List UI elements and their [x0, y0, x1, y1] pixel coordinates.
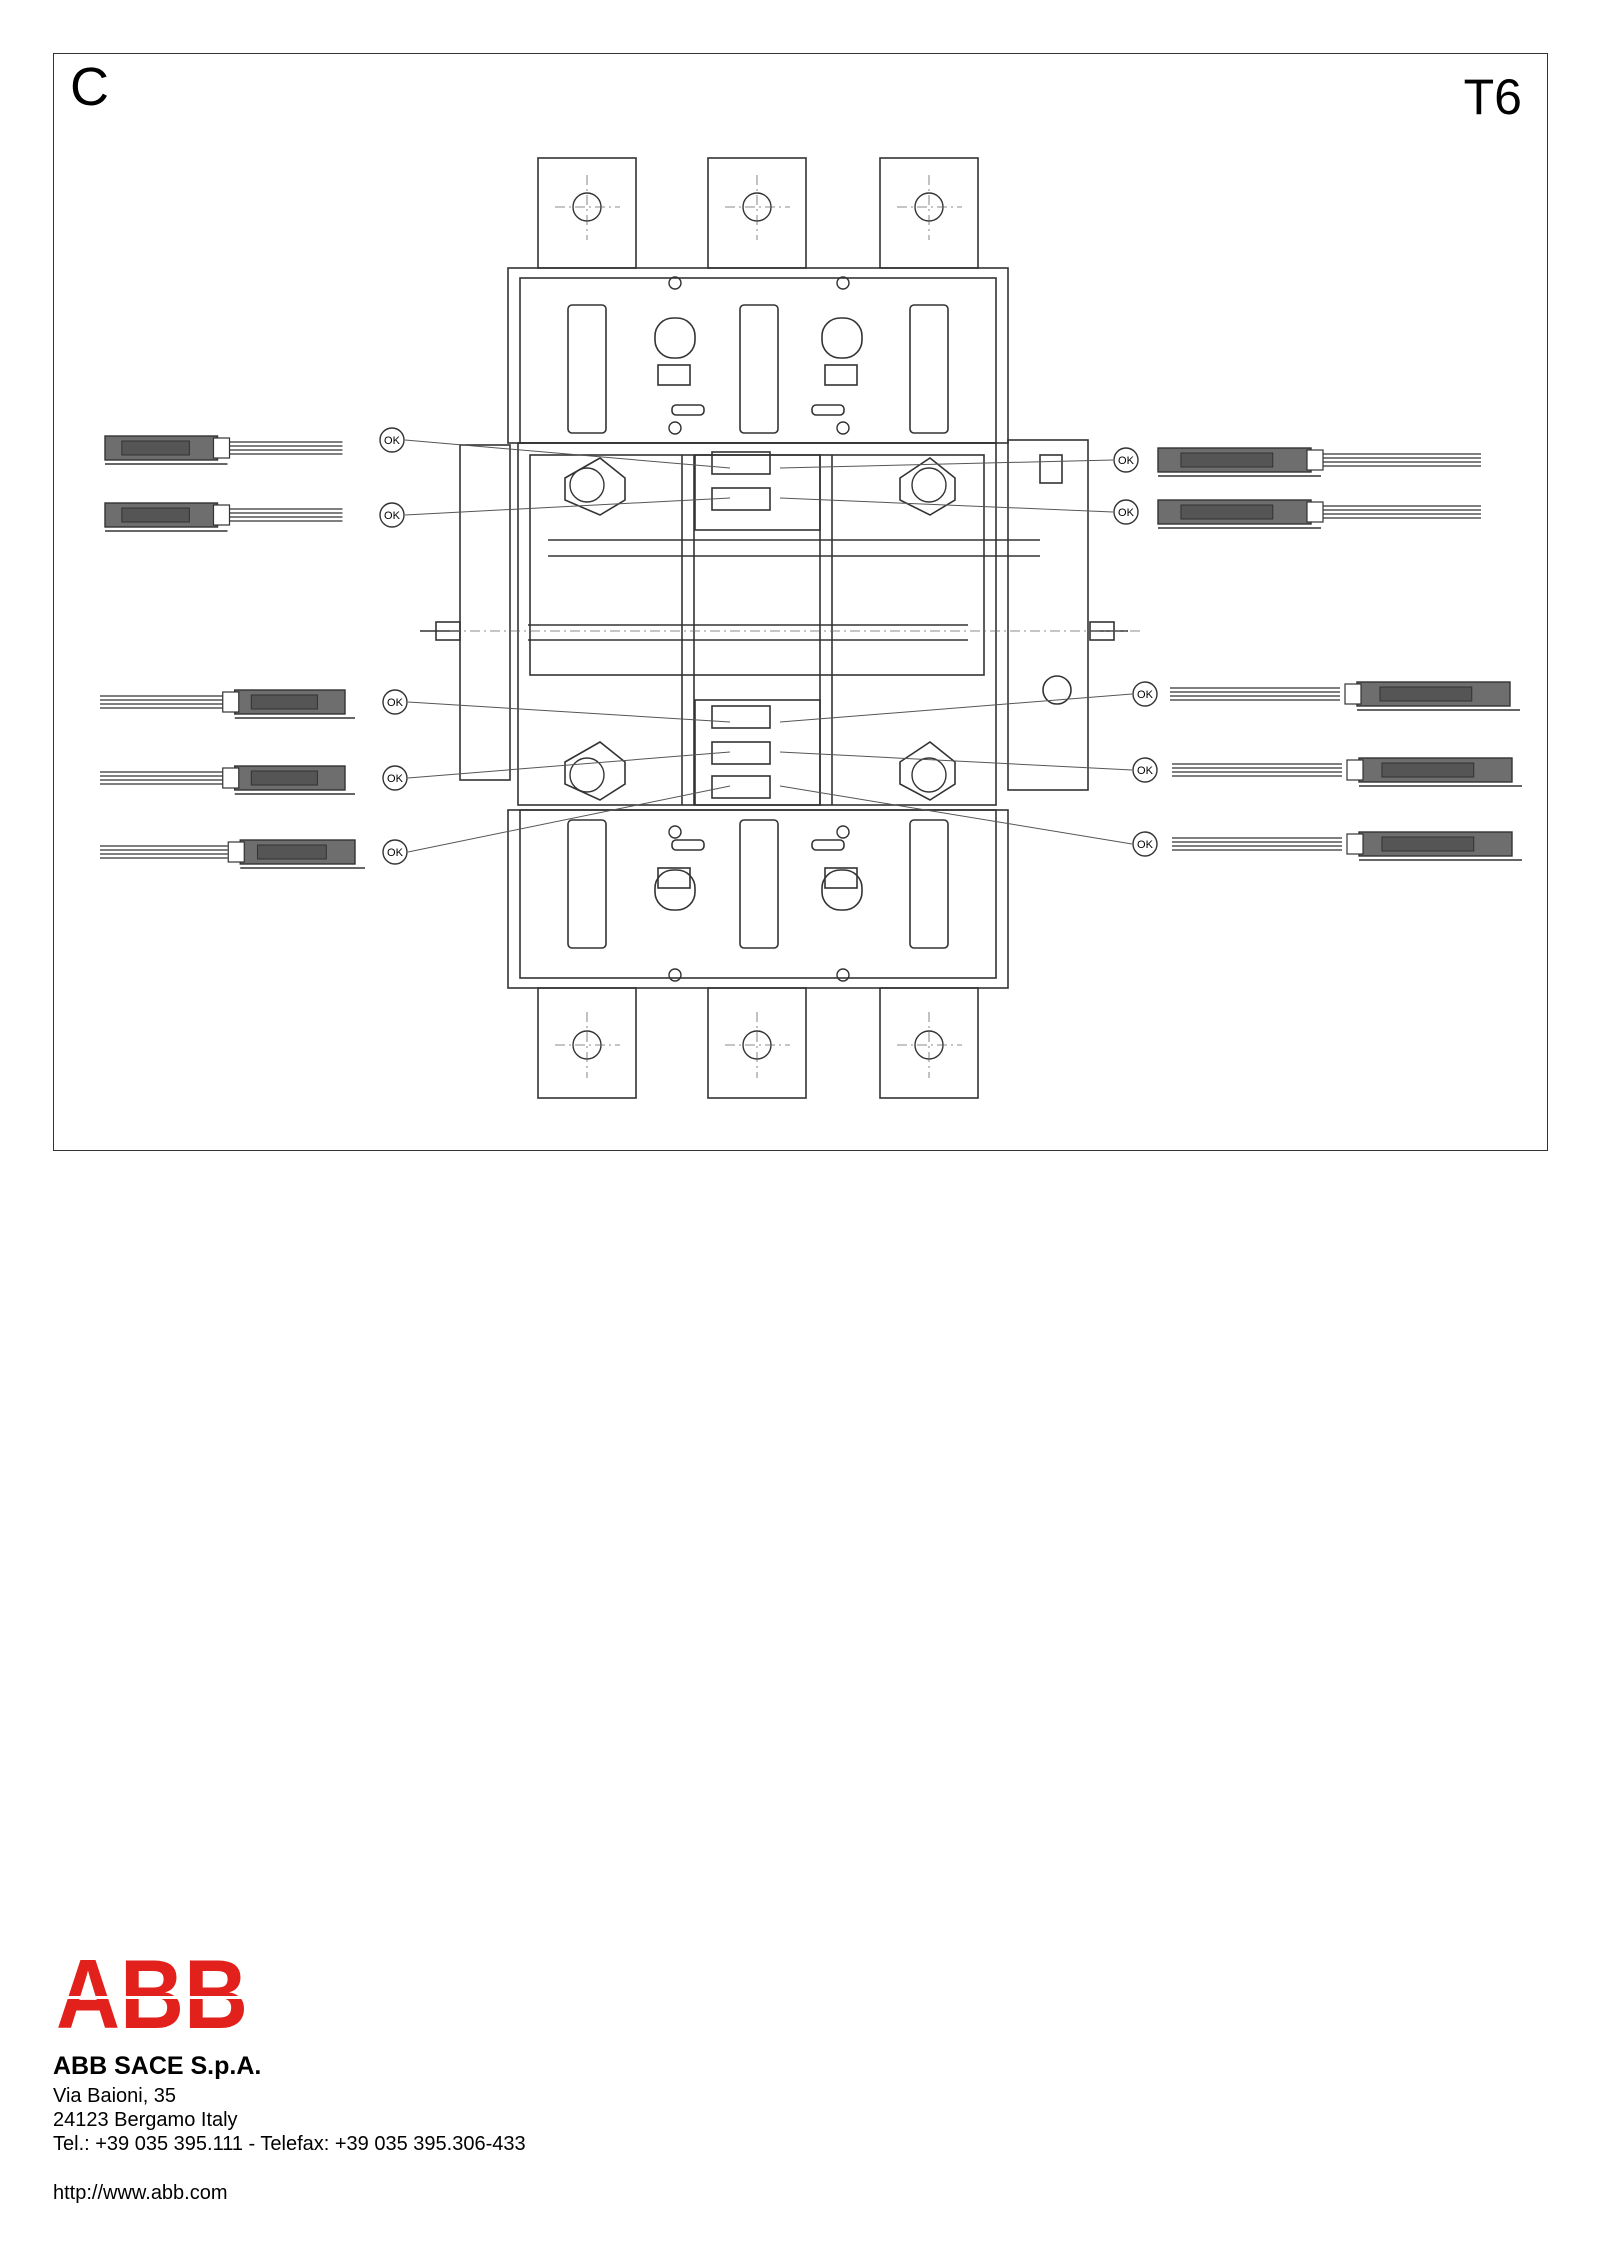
address-street: Via Baioni, 35	[53, 2085, 177, 2107]
auxiliary-contact	[104, 435, 343, 465]
address-city: 24123 Bergamo Italy	[53, 2109, 238, 2131]
ok-label: OK	[387, 697, 404, 709]
auxiliary-contact	[100, 689, 355, 719]
centre-lines	[450, 175, 1140, 1078]
ok-marker: OK	[379, 502, 405, 528]
ok-marker: OK	[1132, 831, 1158, 857]
ok-label: OK	[1137, 689, 1154, 701]
ok-marker: OK	[382, 765, 408, 791]
ok-label: OK	[384, 510, 401, 522]
auxiliary-contact	[100, 765, 355, 795]
auxiliary-contact	[1170, 681, 1520, 711]
drawing-frame	[53, 53, 1548, 1151]
ok-label: OK	[387, 773, 404, 785]
auxiliary-contact	[1157, 499, 1481, 529]
breaker-exploded-diagram: OK OK OK OK OK OK OK OK OK OK	[100, 157, 1522, 1099]
auxiliary-contacts	[100, 435, 1522, 869]
company-name: ABB SACE S.p.A.	[53, 2052, 262, 2080]
ok-label: OK	[1118, 507, 1135, 519]
ok-label: OK	[1137, 765, 1154, 777]
ok-markers: OK OK OK OK OK OK OK OK OK OK	[379, 427, 1158, 865]
ok-marker: OK	[382, 689, 408, 715]
auxiliary-contact	[1157, 447, 1481, 477]
abb-logo: ABB	[56, 1952, 252, 2032]
auxiliary-contact	[1172, 757, 1522, 787]
terminal-holes	[569, 192, 947, 1060]
auxiliary-contact	[104, 502, 343, 532]
ok-label: OK	[387, 847, 404, 859]
leader-lines	[404, 439, 1133, 853]
contact-phone: Tel.: +39 035 395.111 - Telefax: +39 035…	[53, 2133, 526, 2155]
sheet-letter: C	[70, 57, 109, 117]
ok-marker: OK	[1113, 447, 1139, 473]
ok-label: OK	[1137, 839, 1154, 851]
ok-marker: OK	[382, 839, 408, 865]
abb-logo-text: ABB	[56, 1952, 248, 2032]
breaker-body	[420, 157, 1128, 1099]
ok-marker: OK	[1132, 757, 1158, 783]
ok-marker: OK	[1132, 681, 1158, 707]
auxiliary-contact	[100, 839, 365, 869]
ok-label: OK	[384, 435, 401, 447]
auxiliary-contact	[1172, 831, 1522, 861]
ok-marker: OK	[379, 427, 405, 453]
model-label: T6	[1463, 69, 1522, 125]
ok-marker: OK	[1113, 499, 1139, 525]
website-link[interactable]: http://www.abb.com	[53, 2182, 228, 2204]
ok-label: OK	[1118, 455, 1135, 467]
